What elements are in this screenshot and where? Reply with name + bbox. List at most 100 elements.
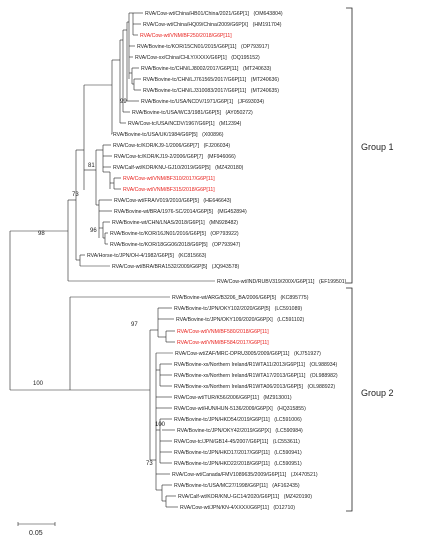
taxon-name: RVA/Bovine-tc/JPN/OKY109/2020/G6P[X] xyxy=(176,317,273,323)
accession-number: (LC591089) xyxy=(275,306,303,312)
accession-number: (KJ751927) xyxy=(294,351,321,357)
taxon: RVA/Cow-wt/HUN/HUN-5136/2009/G6P[X] (HQ31… xyxy=(174,406,306,412)
taxon: RVA/Horse-tc/JPN/OH-4/1982/G6P[5](KC8156… xyxy=(87,253,207,259)
taxon-name: RVA/Cow-wt/HUN/HUN-5136/2009/G6P[X] xyxy=(174,406,273,412)
accession-number: (LC590951) xyxy=(274,461,302,467)
bootstrap-values: 99 81 73 96 98 100 97 73 100 xyxy=(33,99,166,467)
accession-number: (LC591006) xyxy=(274,417,302,423)
accession-number: (JQ943578) xyxy=(212,264,240,270)
taxon-name: RVA/Bovine-tc/CHN/LJ761565/2017/G6P[11] xyxy=(143,77,247,83)
taxon-name: RVA/Cow-tc/JPN/GB14-45/2007/G6P[11] xyxy=(174,439,269,445)
accession-number: (JX470521) xyxy=(291,472,318,478)
taxon-name: RVA/Cow-tc/KOR/KJ19-2/2006/G6P[7] xyxy=(114,154,203,160)
taxon: RVA/Cow-wt/ZAF/MRC-DPRU3005/2009/G6P[11]… xyxy=(175,351,321,357)
taxon: RVA/Bovine-wt/CHN/LNAS/2018/G6P[1](MN928… xyxy=(112,220,238,226)
accession-number: (OL988934) xyxy=(310,362,338,368)
taxon-name: RVA/Cow-wt/Canada/FMV1089635/2009/G6P[11… xyxy=(172,472,287,478)
accession-number: (LC553611) xyxy=(273,439,300,445)
taxon: RVA/Bovine-tc/USA/UK/1984/G6P[5] (X00896) xyxy=(113,132,224,138)
taxon-name: RVA/Bovine-xx/Northern Ireland/R1WTA11/2… xyxy=(174,362,306,368)
accession-number: (HM191704) xyxy=(253,22,282,28)
bootstrap-value: 97 xyxy=(131,322,138,328)
accession-number: (D12710) xyxy=(273,505,295,511)
bootstrap-value: 99 xyxy=(120,99,127,105)
accession-number: (OP793947) xyxy=(212,242,241,248)
accession-number: (MZ420190) xyxy=(284,494,313,500)
accession-number: (M12394) xyxy=(219,121,241,127)
accession-number: (HE646643) xyxy=(203,198,231,204)
taxon-name: RVA/Cow-wt/BRA/BRA1532/2009/G6P[5] xyxy=(112,264,208,270)
taxon-name: RVA/Cow-wt/VNM/BF310/2017/G6P[11] xyxy=(123,176,215,182)
taxon: RVA/Bovine-tc/USA/WC3/1981/G6P[5] (AY0502… xyxy=(132,110,253,116)
tree-branches xyxy=(9,12,215,508)
taxon-name: RVA/Bovine-wt/CHN/LNAS/2018/G6P[1] xyxy=(112,220,205,226)
accession-number: (EF199501) xyxy=(319,279,347,285)
taxon: RVA/Bovine-tc/JPN/HKD54/2019/G6P[11] (LC5… xyxy=(174,417,302,423)
taxon-name: RVA/Bovine-tc/KOR/16JN01/2016/G6P[5] xyxy=(110,231,206,237)
taxon: RVA/Cow-tc/KOR/KJ19-2/2006/G6P[7](MF9460… xyxy=(114,154,236,160)
taxon: RVA/Bovine-tc/USA/NCDV/1971/G6P[1](JF693… xyxy=(141,99,264,105)
scale-bar: 0.05 xyxy=(17,522,56,537)
taxon-name: RVA/Cow-xx/China/CHLY/XXXX/G6P[1] xyxy=(135,55,227,61)
accession-number: (X00896) xyxy=(202,132,224,138)
taxon: RVA/Bovine-xx/Northern Ireland/R1WTA11/2… xyxy=(174,362,338,368)
taxon-name: RVA/Cow-wt/JPN/KN-4/XXXX/G6P[11] xyxy=(180,505,269,511)
taxon: RVA/Cow-tc/USA/NCDV/1967/G6P[1](M12394) xyxy=(128,121,242,127)
group-2-label: Group 2 xyxy=(361,388,394,398)
taxon-name: RVA/Bovine-tc/USA/WC3/1981/G6P[5] xyxy=(132,110,221,116)
scale-bar-label: 0.05 xyxy=(29,530,43,537)
taxon-name: RVA/Bovine-tc/JPN/OKY102/2020/G6P[5] xyxy=(174,306,271,312)
taxon: RVA/Bovine-tc/JPN/OKY102/2020/G6P[5] (LC5… xyxy=(174,306,302,312)
taxon-name: RVA/Bovine-tc/CHN/LJ8002/2017/G6P[11] xyxy=(141,66,239,72)
taxon: RVA/Cow-tc/KOR/KJ9-1/2006/G6P[7] (FJ20603… xyxy=(113,143,230,149)
bootstrap-value: 98 xyxy=(38,231,45,237)
taxon: RVA/Cow-wt/BRA/BRA1532/2009/G6P[5] (JQ943… xyxy=(112,264,239,270)
taxon: RVA/Cow-tc/JPN/GB14-45/2007/G6P[11] (LC55… xyxy=(174,439,300,445)
bootstrap-value: 100 xyxy=(33,381,44,387)
taxon-name: RVA/Bovine-tc/USA/NCDV/1971/G6P[1] xyxy=(141,99,234,105)
taxon-name: RVA/Horse-tc/JPN/OH-4/1982/G6P[5] xyxy=(87,253,174,259)
accession-number: (LC590941) xyxy=(274,450,302,456)
taxon-name: RVA/Bovine-tc/KOR/18GG06/2018/G6P[5] xyxy=(110,242,208,248)
taxon-name: RVA/Cow-wt/China/HQ09/China/2009/G6P[X] xyxy=(143,22,249,28)
taxon-name: RVA/Bovine-tc/CHN/LJ310083/2017/G6P[11] xyxy=(143,88,247,94)
bootstrap-value: 100 xyxy=(155,422,166,428)
taxon: RVA/Calf-wt/KOR/KNU-GJ10/2019/G6P[5] (MZ4… xyxy=(113,165,244,171)
taxon: RVA/Cow-wt/VNM/BF584/2017/G6P[11] xyxy=(177,340,269,346)
accession-number: (MT240635) xyxy=(251,88,280,94)
taxon-name: RVA/Bovine-tc/JPN/HKD54/2019/G6P[11] xyxy=(174,417,270,423)
taxon: RVA/Bovine-tc/CHN/LJ761565/2017/G6P[11](… xyxy=(143,77,279,83)
taxon: RVA/Cow-wt/VNM/BF250/2018/G6P[11] xyxy=(140,33,232,39)
taxon: RVA/Bovine-tc/KOR/18GG06/2018/G6P[5] (OP7… xyxy=(110,242,241,248)
accession-number: (FJ206034) xyxy=(204,143,231,149)
taxon: RVA/Calf-wt/KOR/KNU-GC14/2020/G6P[11](MZ… xyxy=(178,494,312,500)
accession-number: (OL988982) xyxy=(310,373,338,379)
bootstrap-value: 96 xyxy=(90,228,97,234)
taxon: RVA/Bovine-xx/Northern Ireland/R1WTA17/2… xyxy=(174,373,338,379)
taxon: RVA/Bovine-tc/JPN/OKY42/2019/G6P[X] (LC59… xyxy=(177,428,303,434)
taxon-name: RVA/Cow-tc/KOR/KJ9-1/2006/G6P[7] xyxy=(113,143,200,149)
bootstrap-value: 81 xyxy=(88,163,95,169)
taxon: RVA/Cow-wt/China/HQ09/China/2009/G6P[X] (… xyxy=(143,22,282,28)
accession-number: (KC895775) xyxy=(280,295,308,301)
taxon-name: RVA/Bovine-tc/JPN/OKY42/2019/G6P[X] xyxy=(177,428,271,434)
taxon-name: RVA/Bovine-tc/USA/UK/1984/G6P[5] xyxy=(113,132,198,138)
accession-number: (MZ420180) xyxy=(215,165,244,171)
accession-number: (AY050272) xyxy=(225,110,253,116)
accession-number: (OM643804) xyxy=(253,11,282,17)
group-1-label: Group 1 xyxy=(361,142,394,152)
taxon-name: RVA/Bovine-tc/KOR/15CN01/2015/G6P[11] xyxy=(137,44,237,50)
taxon-name: RVA/Cow-wt/TUR/K56/2006/G6P[11] xyxy=(174,395,259,401)
taxon: RVA/Bovine-tc/JPN/HKD22/2018/G6P[11](LC5… xyxy=(174,461,302,467)
taxon-name: RVA/Calf-wt/KOR/KNU-GJ10/2019/G6P[5] xyxy=(113,165,211,171)
taxon-name: RVA/Cow-wt/ZAF/MRC-DPRU3005/2009/G6P[11] xyxy=(175,351,290,357)
taxon: RVA/Cow-wt/VNM/BF315/2018/G6P[11] xyxy=(123,187,215,193)
taxon: RVA/Bovine-tc/JPN/OKY109/2020/G6P[X](LC5… xyxy=(176,317,305,323)
accession-number: (AF162435) xyxy=(272,483,300,489)
accession-number: (HQ315855) xyxy=(277,406,306,412)
accession-number: (MG452894) xyxy=(218,209,247,215)
accession-number: (LC590984) xyxy=(275,428,303,434)
taxon-name: RVA/Bovine-tc/JPN/HKD17/2017/G6P[11] xyxy=(174,450,270,456)
accession-number: (MT240633) xyxy=(243,66,272,72)
